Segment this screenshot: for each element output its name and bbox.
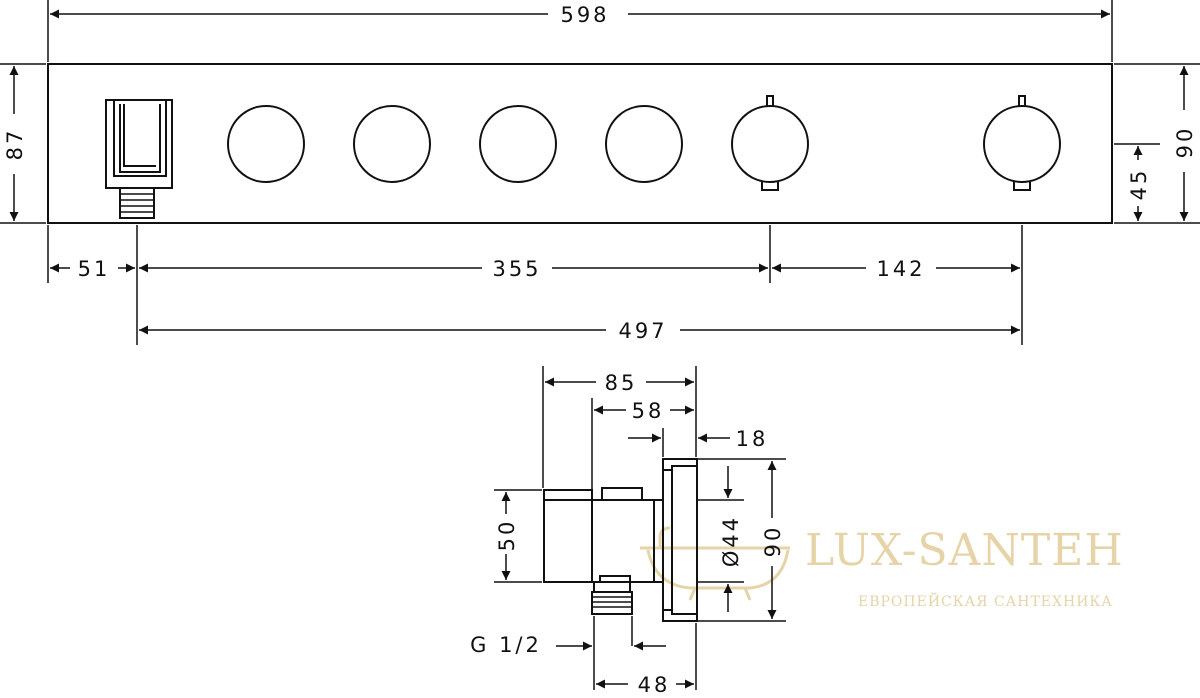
side-thread [591, 591, 633, 615]
dim-width-overall: 598 [560, 3, 609, 27]
dim-height-plate: 90 [761, 525, 785, 558]
dim-height-outlet: 50 [495, 519, 519, 552]
control-knob-4 [605, 105, 683, 183]
dim-plate: 18 [736, 427, 769, 451]
front-dimension-lines [9, 9, 1189, 335]
dim-spacing-right: 142 [876, 257, 925, 281]
side-body [591, 499, 655, 583]
side-dimension-lines [501, 377, 777, 689]
dim-span-total: 497 [618, 319, 667, 343]
dim-height-right: 90 [1173, 126, 1197, 159]
dim-depth-body: 58 [632, 399, 665, 423]
dim-height-left: 87 [3, 128, 27, 161]
hose-outlet-front [105, 99, 173, 219]
watermark-tagline: ЕВРОПЕЙСКАЯ САНТЕХНИКА [858, 591, 1113, 610]
thermostat-knob [983, 95, 1061, 191]
front-extension-lines [0, 0, 1200, 345]
dim-thread-width: 48 [638, 673, 671, 697]
side-outlet [543, 489, 593, 583]
side-view [543, 458, 698, 622]
watermark: LUX-SANTEH ЕВРОПЕЙСКАЯ САНТЕХНИКА [640, 525, 1124, 610]
dim-thread: G 1/2 [470, 633, 542, 657]
control-knob-2 [353, 105, 431, 183]
dim-spacing-main: 355 [492, 257, 541, 281]
side-extension-lines [494, 366, 786, 690]
dim-depth-total: 85 [605, 371, 638, 395]
front-panel [47, 63, 1113, 224]
front-view [47, 63, 1113, 224]
dim-height-axis: 45 [1127, 168, 1151, 201]
control-knob-5 [731, 95, 809, 191]
dim-diameter: Ø44 [719, 515, 743, 567]
watermark-brand: LUX-SANTEH [805, 525, 1124, 576]
control-knob-1 [227, 105, 305, 183]
control-knob-3 [479, 105, 557, 183]
dim-offset-left: 51 [78, 257, 111, 281]
